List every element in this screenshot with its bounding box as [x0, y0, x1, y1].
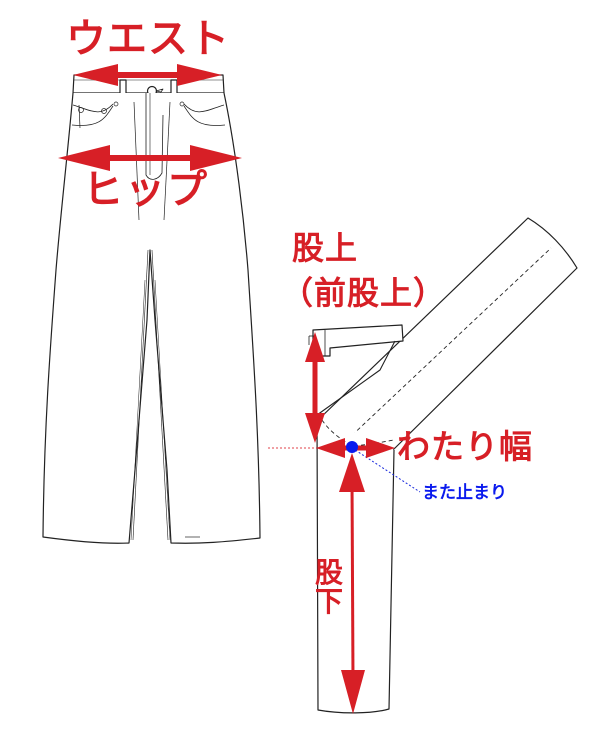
leg-diagram-illustration: [308, 217, 578, 714]
hip-arrow: [58, 145, 242, 171]
front-rise-label: （前股上）: [281, 274, 447, 312]
crotch-point-label: また止まり: [422, 483, 507, 503]
waist-arrow: [73, 64, 222, 86]
crotch-point-marker: [346, 441, 358, 453]
inseam-label: 股下: [315, 556, 344, 619]
rise-label: 股上: [292, 229, 359, 267]
thigh-width-label: わたり幅: [397, 427, 533, 466]
waist-label: ウエスト: [66, 16, 230, 62]
jeans-front-illustration: [42, 74, 261, 544]
hip-label: ヒップ: [83, 167, 209, 213]
rise-arrow: [305, 332, 325, 443]
crotch-point-leader: [351, 447, 421, 493]
inseam-arrow: [339, 453, 365, 714]
